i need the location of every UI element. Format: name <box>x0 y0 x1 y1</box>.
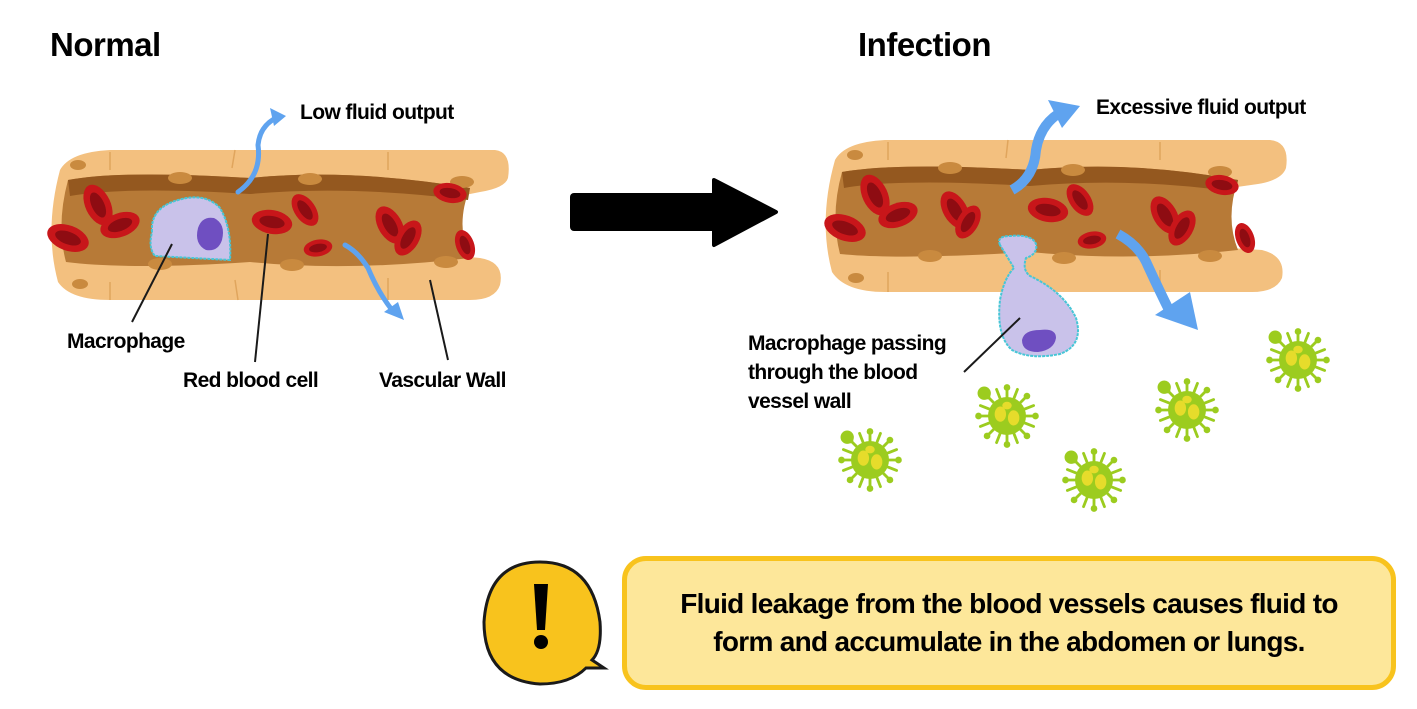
macrophage-passing-pointer-line <box>963 317 1021 373</box>
macrophage-passing-label-line: Macrophage passing <box>748 332 947 355</box>
right-arrow-icon <box>570 178 778 247</box>
warning-text-line: Fluid leakage from the blood vessels cau… <box>680 588 1338 619</box>
macrophage-passing-label-line: through the blood <box>748 361 918 384</box>
virus-icon <box>1153 376 1221 444</box>
low-fluid-arrows <box>235 114 395 313</box>
virus-icon <box>836 426 904 494</box>
infection-title: Infection <box>858 26 992 63</box>
macrophage-cell <box>149 196 232 262</box>
normal-blood-vessel <box>43 108 509 363</box>
low-fluid-output-label: Low fluid output <box>300 101 454 124</box>
virus-icon <box>1264 326 1332 394</box>
macrophage-pointer-line <box>131 243 173 323</box>
excessive-fluid-output-label: Excessive fluid output <box>1096 96 1306 119</box>
macrophage-passing-label: Macrophage passing through the blood ves… <box>748 329 947 416</box>
warning-callout-box: Fluid leakage from the blood vessels cau… <box>622 556 1396 690</box>
macrophage-passing-cell <box>998 234 1079 358</box>
virus-icon <box>1060 446 1128 514</box>
virus-icon <box>973 382 1041 450</box>
infected-blood-vessel <box>820 100 1287 373</box>
exclamation-speech-bubble-icon <box>482 560 609 686</box>
warning-callout-text: Fluid leakage from the blood vessels cau… <box>680 585 1338 661</box>
normal-title: Normal <box>50 26 161 63</box>
macrophage-passing-label-line: vessel wall <box>748 390 852 413</box>
vascular-wall-pointer-line <box>429 279 449 361</box>
vascular-wall-label: Vascular Wall <box>379 369 506 392</box>
macrophage-label: Macrophage <box>67 330 185 353</box>
red-blood-cell-label: Red blood cell <box>183 369 319 392</box>
excessive-fluid-arrows <box>1009 109 1175 315</box>
rbc-pointer-line <box>254 233 269 363</box>
warning-text-line: form and accumulate in the abdomen or lu… <box>713 626 1305 657</box>
